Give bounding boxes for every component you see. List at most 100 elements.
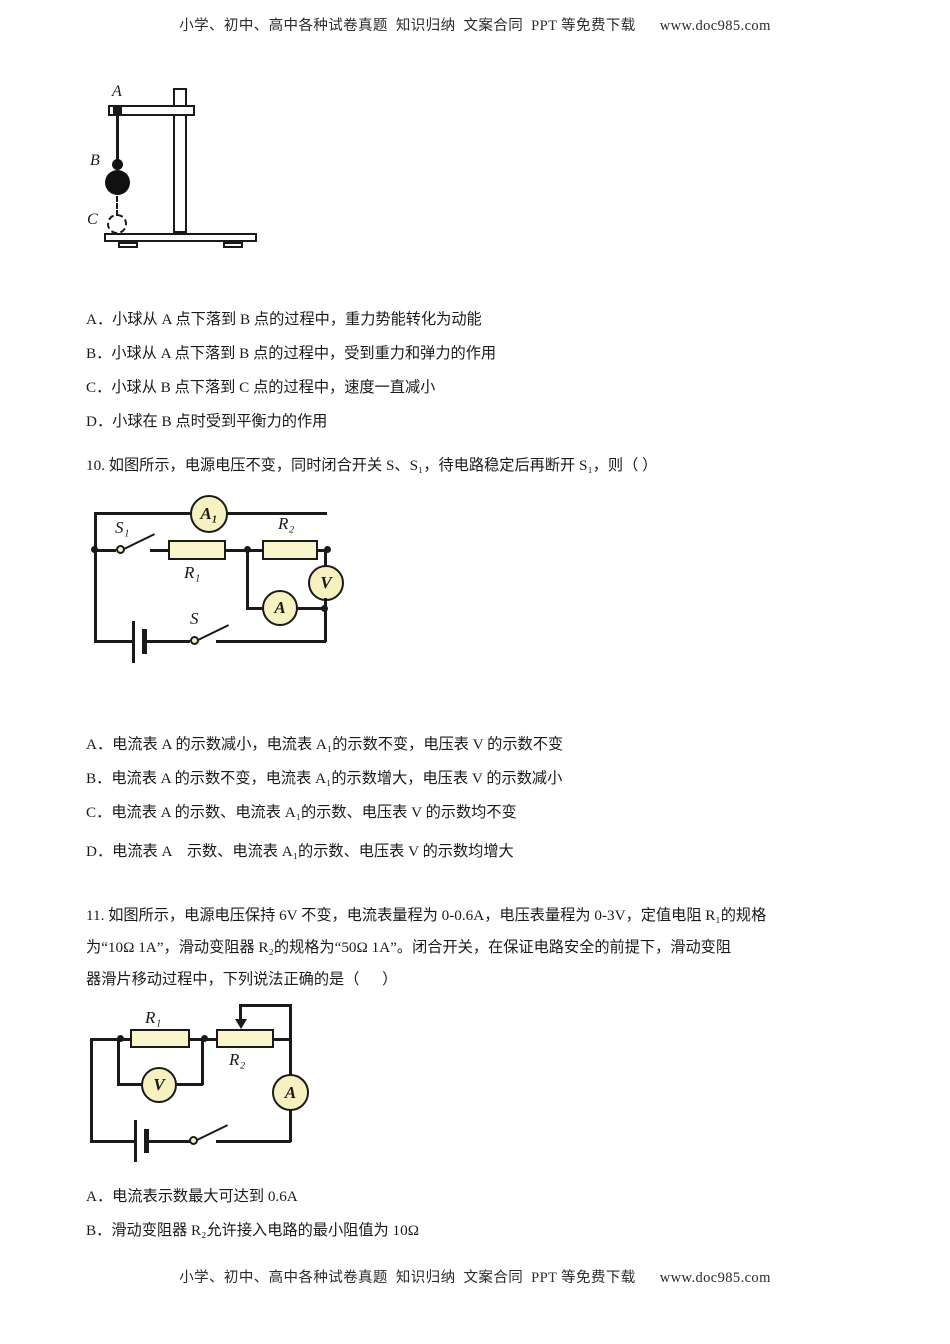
voltmeter-v-label: V: [153, 1075, 165, 1094]
wire-top-left: [90, 1038, 120, 1041]
rheostat-r2: [216, 1029, 274, 1048]
switch-s1-label: S₁: [115, 518, 130, 537]
ammeter-a-label: A: [274, 598, 286, 617]
label-c: C: [87, 211, 98, 228]
resistor-r1: [130, 1029, 190, 1048]
wire-r1-to-node: [226, 549, 248, 552]
figure-circuit-q10: A₁ S₁ R₁ R₂ V A: [86, 490, 356, 663]
resistor-r2-label: R₂: [278, 514, 295, 533]
trajectory-dashes: [116, 196, 118, 216]
wire-r2-to-right: [318, 549, 328, 552]
question-11-stem-line-3: 器滑片移动过程中，下列说法正确的是（ ）: [86, 971, 398, 988]
wire-bottom-left: [90, 1140, 134, 1143]
wire-r2-right-end: [274, 1038, 291, 1041]
question-9-options: A．小球从 A 点下落到 B 点的过程中，重力势能转化为动能 B．小球从 A 点…: [86, 303, 876, 439]
wire-v-left-up: [117, 1038, 120, 1085]
wire-bat-to-switch: [148, 1140, 190, 1143]
question-11-stem-line-1: 11. 如图所示，电源电压保持 6V 不变，电流表量程为 0-0.6A，电压表量…: [86, 907, 767, 924]
wire-slider-across: [239, 1004, 291, 1007]
option-row: B．电流表 A 的示数不变，电流表 A₁的示数增大，电压表 V 的示数减小: [86, 770, 563, 787]
resistor-r1-label: R₁: [184, 563, 201, 582]
point-b-marker: [112, 159, 123, 170]
wire-slider-down: [289, 1004, 292, 1040]
wire-v-right-up: [201, 1038, 204, 1085]
option-row: B．滑动变阻器 R₂允许接入电路的最小阻值为 10Ω: [86, 1222, 419, 1239]
ammeter-a: A: [272, 1074, 309, 1111]
stand-foot-right: [223, 242, 243, 248]
battery-positive-plate: [144, 1129, 149, 1153]
wire-left-up: [94, 512, 97, 550]
figure-circuit-q11: R₁ R₂ V A: [86, 1004, 336, 1163]
switch-s-label: S: [190, 609, 199, 628]
wire-left-rail: [90, 1038, 93, 1142]
wire-switch-to-r1: [150, 549, 168, 552]
stand-foot-left: [118, 242, 138, 248]
wire-slider-up: [239, 1004, 242, 1020]
voltmeter-v: V: [141, 1067, 177, 1103]
wire-right-down: [324, 607, 327, 642]
ammeter-a: A: [262, 590, 298, 626]
point-c-ghost-ball: [107, 214, 127, 234]
question-11-options: A．电流表示数最大可达到 0.6A B．滑动变阻器 R₂允许接入电路的最小阻值为…: [86, 1180, 876, 1248]
rheostat-r2-label: R₂: [229, 1050, 246, 1069]
wire-bottom-left: [94, 640, 132, 643]
voltmeter-v-label: V: [320, 573, 332, 592]
wire-v-bottom: [324, 598, 327, 610]
wire-node-to-r2: [248, 549, 262, 552]
wire-to-switch1: [94, 549, 116, 552]
option-row: A．小球从 A 点下落到 B 点的过程中，重力势能转化为动能: [86, 311, 482, 328]
stand-base: [104, 233, 257, 242]
wire-v-left: [117, 1083, 144, 1086]
ammeter-a-label: A: [284, 1082, 297, 1102]
question-11-stem-line-2: 为“10Ω 1A”，滑动变阻器 R₂的规格为“50Ω 1A”。闭合开关，在保证电…: [86, 939, 732, 956]
node-right-top: [324, 546, 331, 553]
header-watermark: 小学、初中、高中各种试卷真题 知识归纳 文案合同 PPT 等免费下载 www.d…: [179, 18, 771, 34]
ammeter-a1: A₁: [190, 495, 228, 533]
stand-post: [173, 88, 187, 233]
battery-negative-plate: [132, 621, 135, 663]
option-row: D．电流表 A 示数、电流表 A₁的示数、电压表 V 的示数均增大: [86, 843, 514, 860]
stand-arm: [108, 105, 195, 116]
wire-ammeter-to-right: [297, 607, 325, 610]
option-row: D．小球在 B 点时受到平衡力的作用: [86, 413, 328, 430]
question-10-stem: 10. 如图所示，电源电压不变，同时闭合开关 S、S₁，待电路稳定后再断开 S₁…: [86, 457, 658, 474]
wire-r1-to-node: [190, 1038, 204, 1041]
wire-to-r1: [120, 1038, 130, 1041]
figure-ball-stand: A B C: [86, 78, 316, 258]
wire-node-to-r2: [204, 1038, 216, 1041]
switch-s1-pivot[interactable]: [116, 545, 125, 554]
ammeter-a1-label: A₁: [200, 504, 218, 523]
wire-mid-down: [246, 549, 249, 609]
wire-top-left: [94, 512, 191, 515]
option-row: C．电流表 A 的示数、电流表 A₁的示数、电压表 V 的示数均不变: [86, 804, 517, 821]
wire-v-right: [175, 1083, 203, 1086]
string: [116, 114, 119, 164]
ball: [105, 170, 130, 195]
wire-down-to-ammeter: [289, 1038, 292, 1075]
wire-ammeter-down: [289, 1109, 292, 1142]
wire-bat-to-switch: [146, 640, 190, 643]
voltmeter-v: V: [308, 565, 344, 601]
label-b: B: [90, 152, 100, 169]
question-10-options: A．电流表 A 的示数减小，电流表 A₁的示数不变，电压表 V 的示数不变 B．…: [86, 728, 876, 874]
resistor-r1: [168, 540, 226, 560]
switch-pivot[interactable]: [189, 1136, 198, 1145]
rheostat-slider-arrow-icon: [235, 1019, 247, 1029]
option-row: A．电流表示数最大可达到 0.6A: [86, 1188, 298, 1205]
wire-top-right: [227, 512, 327, 515]
wire-bottom-right: [216, 640, 326, 643]
switch-s-blade[interactable]: [197, 624, 229, 641]
wire-left-rail: [94, 549, 97, 642]
label-a: A: [112, 83, 122, 100]
battery-negative-plate: [134, 1120, 137, 1162]
wire-to-ammeter: [246, 607, 264, 610]
option-row: A．电流表 A 的示数减小，电流表 A₁的示数不变，电压表 V 的示数不变: [86, 736, 564, 753]
wire-bottom-right: [216, 1140, 291, 1143]
option-row: B．小球从 A 点下落到 B 点的过程中，受到重力和弹力的作用: [86, 345, 497, 362]
switch-s-pivot[interactable]: [190, 636, 199, 645]
battery-positive-plate: [142, 629, 147, 654]
switch-blade[interactable]: [196, 1124, 228, 1141]
attach-point-a: [113, 107, 122, 114]
question-11-stem: 11. 如图所示，电源电压保持 6V 不变，电流表量程为 0-0.6A，电压表量…: [86, 900, 881, 996]
